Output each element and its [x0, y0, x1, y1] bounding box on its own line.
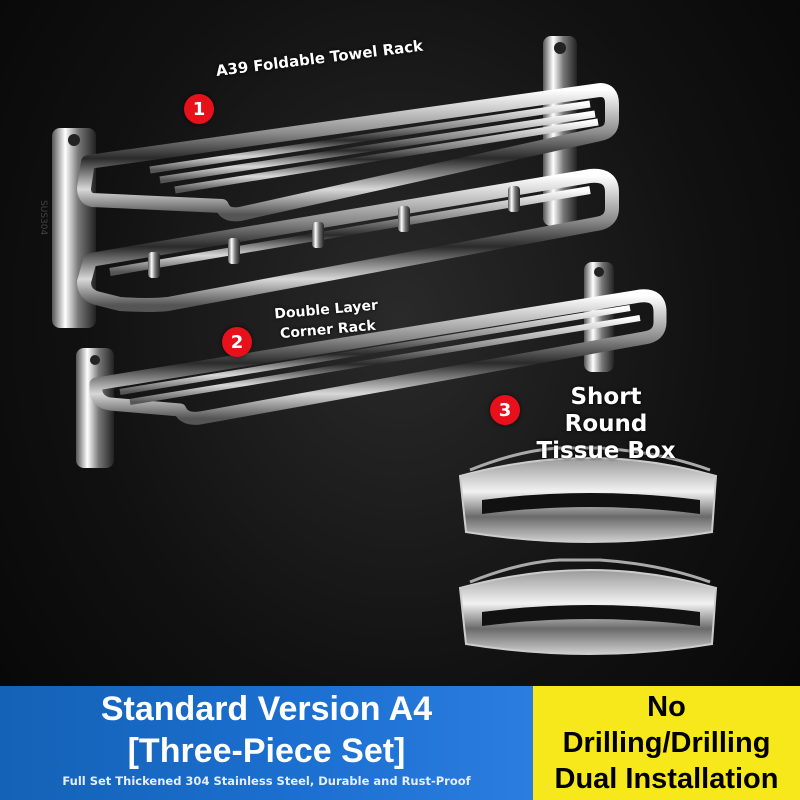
product-number-badge-1: 1 — [184, 94, 214, 124]
product-number-badge-3: 3 — [490, 395, 520, 425]
product-stage: SUS304 1 A39 Foldable Towel Rack 2 Doubl… — [38, 36, 718, 655]
corner-basket-bottom — [458, 558, 718, 655]
version-subtitle: Full Set Thickened 304 Stainless Steel, … — [62, 774, 471, 788]
towel-rack-top-shelf — [77, 83, 619, 222]
installation-panel: No Drilling/Drilling Dual Installation — [533, 686, 800, 800]
installation-line1: No — [647, 691, 686, 723]
product-label-3-line2: Tissue Box — [536, 438, 676, 464]
version-title-line2: [Three-Piece Set] — [127, 732, 406, 770]
corner-rack — [76, 262, 667, 468]
towel-rack-lower-bar — [77, 168, 619, 312]
footer-banner: Standard Version A4 [Three-Piece Set] Fu… — [0, 686, 800, 800]
version-panel: Standard Version A4 [Three-Piece Set] Fu… — [0, 686, 533, 800]
product-number-badge-2: 2 — [222, 327, 252, 357]
product-illustration — [52, 36, 718, 655]
product-label-3-line1: Short Round — [564, 384, 648, 437]
version-title-line1: Standard Version A4 — [100, 690, 433, 728]
installation-line3: Dual Installation — [554, 763, 779, 795]
product-label-3: Short Round Tissue Box — [526, 384, 686, 465]
installation-line2: Drilling/Drilling — [562, 727, 771, 759]
engraving-label: SUS304 — [38, 200, 48, 236]
corner-basket-top — [458, 446, 718, 543]
towel-rack-brackets — [52, 36, 577, 328]
